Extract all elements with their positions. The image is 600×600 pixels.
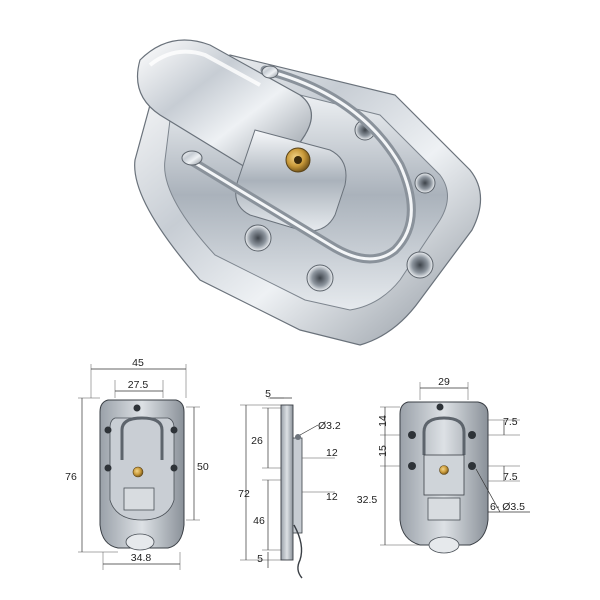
mount-hole <box>468 431 476 439</box>
dim-back-top-offset: 14 <box>377 415 389 427</box>
dim-side-hole: Ø3.2 <box>318 420 341 432</box>
side-pin <box>295 434 301 440</box>
mount-hole <box>104 464 112 472</box>
top-hole <box>133 404 141 412</box>
wire-loop-shine <box>188 68 413 261</box>
side-lever <box>292 437 303 534</box>
dim-side-top: 5 <box>265 388 271 400</box>
mount-hole <box>408 462 416 470</box>
top-hole <box>436 403 444 411</box>
lever-highlight <box>148 49 261 87</box>
dim-back-width: 29 <box>438 376 450 388</box>
dim-side-total: 72 <box>238 488 250 500</box>
dim-side-thick-a: 12 <box>326 447 338 459</box>
hinge-rivet <box>261 65 279 79</box>
mount-hole <box>244 224 272 252</box>
mount-hole <box>406 251 434 279</box>
front-view: 45 27.5 76 50 34.8 <box>65 357 209 570</box>
side-view: 5 Ø3.2 26 72 46 5 12 12 <box>238 388 341 579</box>
mount-hole <box>170 426 178 434</box>
dim-back-right-a: 7.5 <box>503 416 518 428</box>
hook-end <box>125 533 155 551</box>
side-hook <box>293 524 303 579</box>
latch-photo <box>134 39 482 346</box>
hinge-rivet <box>181 150 203 166</box>
back-hook-end <box>428 536 460 554</box>
hook-tab <box>123 487 155 511</box>
mount-hole <box>468 462 476 470</box>
dim-side-bottom: 5 <box>257 553 263 565</box>
mount-hole <box>408 431 416 439</box>
dim-hole-spacing: 27.5 <box>128 379 149 391</box>
back-view: 29 14 15 32.5 7.5 7.5 6- Ø3.5 <box>357 376 530 554</box>
mount-hole <box>170 464 178 472</box>
dim-side-height: 50 <box>197 461 209 473</box>
side-profile <box>280 404 294 561</box>
mount-hole <box>104 426 112 434</box>
back-bracket <box>423 454 465 496</box>
dim-back-holes: 6- Ø3.5 <box>490 501 525 513</box>
dim-side-thick-b: 12 <box>326 491 338 503</box>
dim-back-lower: 32.5 <box>357 494 378 506</box>
dim-overall-width: 45 <box>132 357 144 369</box>
back-loop <box>422 416 466 455</box>
brass-screw <box>439 465 449 475</box>
brass-screw-hole <box>294 156 302 164</box>
mount-hole <box>414 172 436 194</box>
mount-hole <box>306 264 334 292</box>
dim-back-right-b: 7.5 <box>503 471 518 483</box>
dim-side-lower: 46 <box>253 515 265 527</box>
dim-side-upper: 26 <box>251 435 263 447</box>
dim-bottom-width: 34.8 <box>131 552 152 564</box>
brass-screw <box>132 466 144 478</box>
back-tab <box>427 497 461 521</box>
dim-height: 76 <box>65 471 77 483</box>
front-loop <box>120 416 164 460</box>
dim-back-mid: 15 <box>377 445 389 457</box>
